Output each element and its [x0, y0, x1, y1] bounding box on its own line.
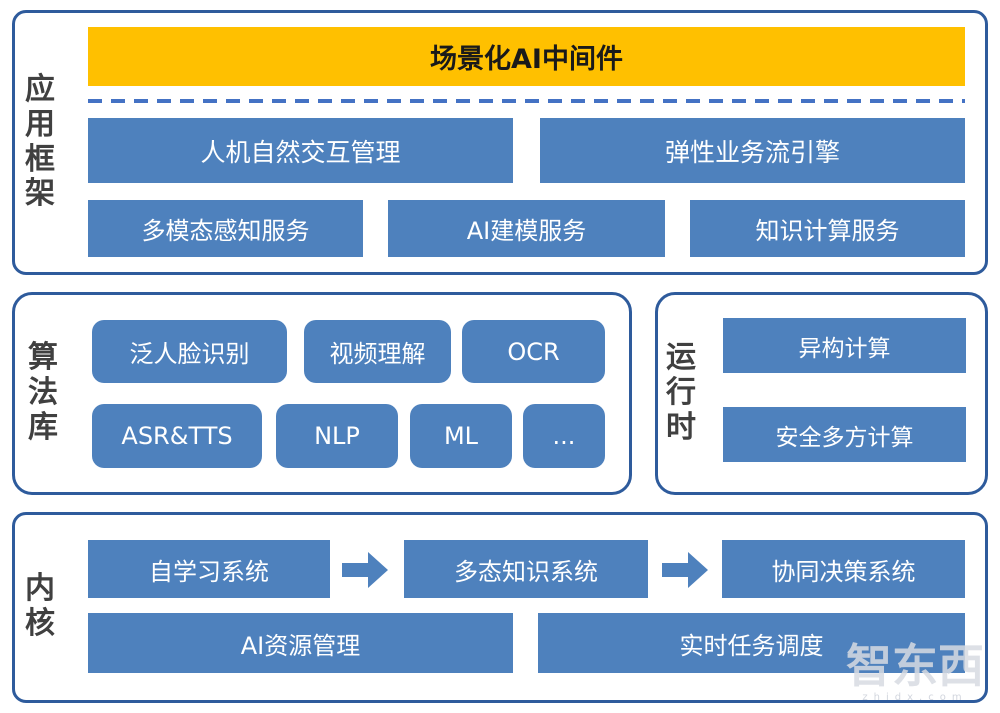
kernel-label: 内核 [25, 571, 55, 641]
box-polymorphic-knowledge-system: 多态知识系统 [404, 540, 648, 598]
box-multimodal-perception-service: 多模态感知服务 [88, 200, 363, 257]
box-nlp: NLP [276, 404, 398, 468]
box-face-recognition: 泛人脸识别 [92, 320, 287, 383]
box-ml: ML [410, 404, 512, 468]
box-self-learning-system: 自学习系统 [88, 540, 330, 598]
box-realtime-task-scheduling: 实时任务调度 [538, 613, 965, 673]
runtime-label: 运行时 [666, 340, 696, 445]
flow-arrow-1 [342, 552, 388, 588]
box-heterogeneous-computing: 异构计算 [723, 318, 966, 373]
box-video-understanding: 视频理解 [304, 320, 451, 383]
box-collaborative-decision-system: 协同决策系统 [722, 540, 965, 598]
box-secure-multiparty-computing: 安全多方计算 [723, 407, 966, 462]
flow-arrow-2 [662, 552, 708, 588]
box-scenario-ai-middleware: 场景化AI中间件 [88, 27, 965, 86]
box-more-algorithms: ... [523, 404, 605, 468]
box-elastic-workflow-engine: 弹性业务流引擎 [540, 118, 965, 183]
box-asr-tts: ASR&TTS [92, 404, 262, 468]
box-ai-resource-management: AI资源管理 [88, 613, 513, 673]
algorithm-library-label: 算法库 [28, 340, 58, 445]
box-ai-modeling-service: AI建模服务 [388, 200, 665, 257]
box-knowledge-computing-service: 知识计算服务 [690, 200, 965, 257]
box-ocr: OCR [462, 320, 605, 383]
dashed-divider [88, 99, 965, 103]
box-hmi-interaction-management: 人机自然交互管理 [88, 118, 513, 183]
app-framework-label: 应用框架 [25, 72, 55, 212]
